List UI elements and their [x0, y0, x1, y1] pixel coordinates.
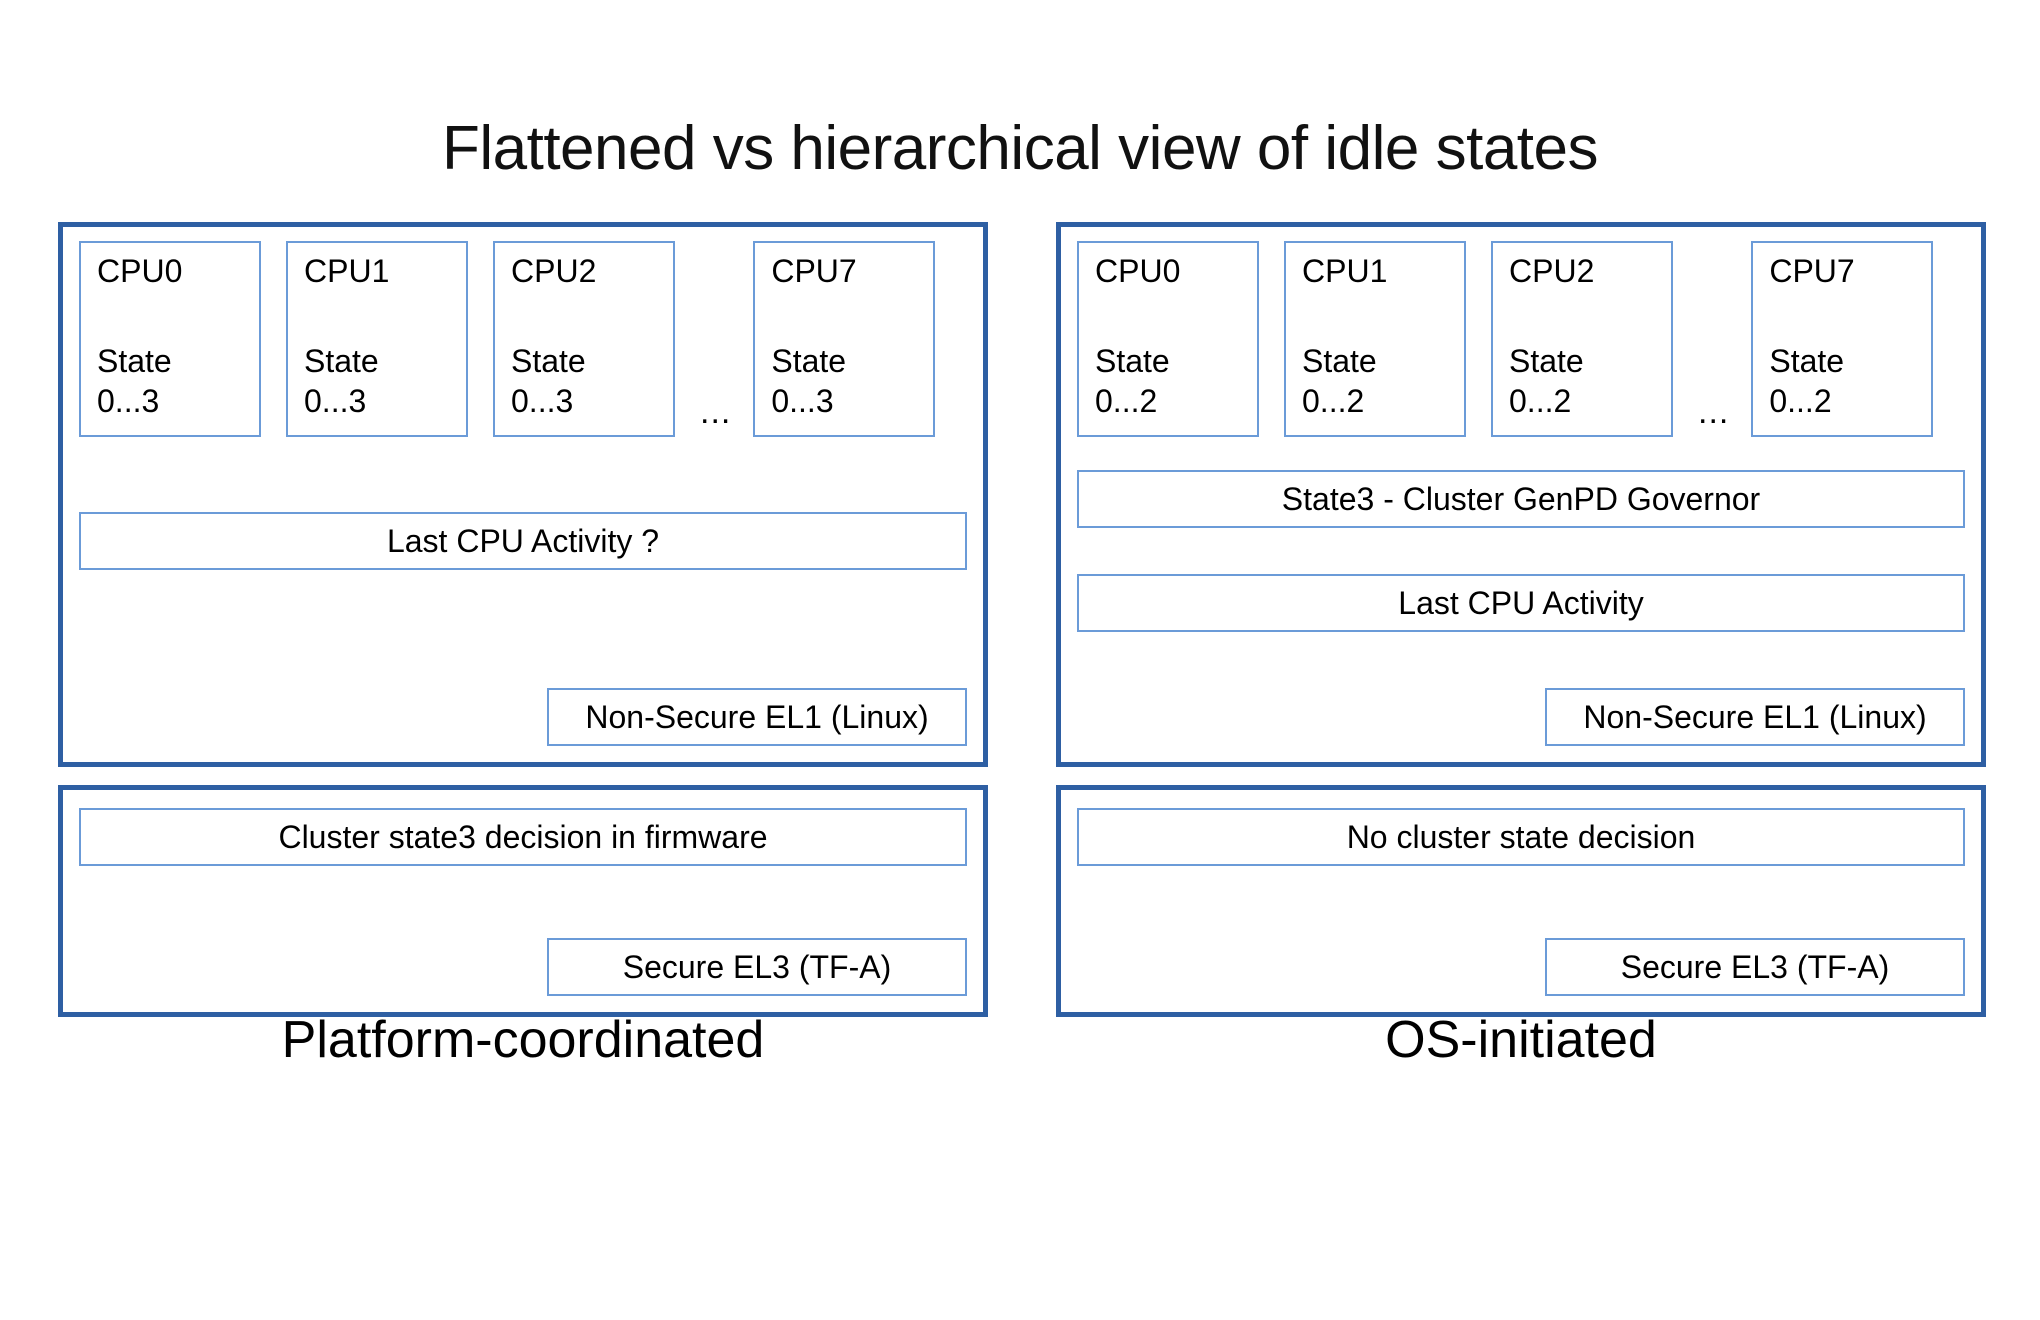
cpu-state-label: State — [1302, 343, 1377, 379]
platform-coordinated-column: CPU0 State 0...3 CPU1 State 0...3 CPU2 S… — [58, 222, 988, 1017]
cpu-state-range: 0...2 — [1302, 383, 1365, 419]
cpu-state-range: 0...2 — [1095, 383, 1158, 419]
cpu-state-label: State — [1509, 343, 1584, 379]
cpu-ellipsis: ... — [1698, 393, 1730, 431]
cpu-state-range: 0...3 — [511, 383, 574, 419]
cpu-label: CPU0 — [1095, 253, 1181, 289]
cpu-box-cpu7: CPU7 State 0...2 — [1751, 241, 1934, 437]
cpu-state-label: State — [511, 343, 586, 379]
right-firmware-panel: No cluster state decision Secure EL3 (TF… — [1056, 785, 1986, 1017]
non-secure-el1-tag: Non-Secure EL1 (Linux) — [547, 688, 967, 746]
right-panel-caption: OS-initiated — [1385, 1011, 1657, 1069]
cpu-box-cpu2: CPU2 State 0...2 — [1491, 241, 1673, 437]
cpu-state-range: 0...3 — [97, 383, 160, 419]
cpu-box-cpu2: CPU2 State 0...3 — [493, 241, 675, 437]
secure-el3-tag: Secure EL3 (TF-A) — [1545, 938, 1965, 996]
cpu-ellipsis: ... — [700, 393, 732, 431]
left-panel-caption: Platform-coordinated — [281, 1011, 765, 1069]
cpu-label: CPU2 — [1509, 253, 1595, 289]
cpu-state-label: State — [1095, 343, 1170, 379]
cpu-label: CPU7 — [771, 253, 857, 289]
page-title: Flattened vs hierarchical view of idle s… — [441, 114, 1599, 183]
os-initiated-column: CPU0 State 0...2 CPU1 State 0...2 CPU2 S… — [1056, 222, 1986, 1017]
cpu-label: CPU0 — [97, 253, 183, 289]
cpu-box-cpu7: CPU7 State 0...3 — [753, 241, 936, 437]
firmware-decision-bar: Cluster state3 decision in firmware — [79, 808, 967, 866]
last-cpu-activity-bar: Last CPU Activity ? — [79, 512, 967, 570]
cpu-label: CPU1 — [304, 253, 390, 289]
cpu-state-label: State — [97, 343, 172, 379]
cpu-state-label: State — [304, 343, 379, 379]
cpu-box-cpu1: CPU1 State 0...3 — [286, 241, 468, 437]
left-cpu-row: CPU0 State 0...3 CPU1 State 0...3 CPU2 S… — [79, 241, 967, 437]
cpu-state-label: State — [771, 343, 847, 379]
cpu-box-cpu1: CPU1 State 0...2 — [1284, 241, 1466, 437]
cpu-state-range: 0...2 — [1509, 383, 1572, 419]
left-os-panel: CPU0 State 0...3 CPU1 State 0...3 CPU2 S… — [58, 222, 988, 767]
cluster-genpd-governor-bar: State3 - Cluster GenPD Governor — [1077, 470, 1965, 528]
right-cpu-row: CPU0 State 0...2 CPU1 State 0...2 CPU2 S… — [1077, 241, 1965, 437]
non-secure-el1-tag: Non-Secure EL1 (Linux) — [1545, 688, 1965, 746]
cpu-box-cpu0: CPU0 State 0...2 — [1077, 241, 1259, 437]
firmware-decision-bar: No cluster state decision — [1077, 808, 1965, 866]
cpu-state-range: 0...2 — [1769, 383, 1832, 419]
last-cpu-activity-bar: Last CPU Activity — [1077, 574, 1965, 632]
cpu-label: CPU2 — [511, 253, 597, 289]
cpu-state-label: State — [1769, 343, 1845, 379]
cpu-label: CPU7 — [1769, 253, 1855, 289]
secure-el3-tag: Secure EL3 (TF-A) — [547, 938, 967, 996]
cpu-state-range: 0...3 — [771, 383, 834, 419]
cpu-label: CPU1 — [1302, 253, 1388, 289]
cpu-box-cpu0: CPU0 State 0...3 — [79, 241, 261, 437]
right-os-panel: CPU0 State 0...2 CPU1 State 0...2 CPU2 S… — [1056, 222, 1986, 767]
cpu-state-range: 0...3 — [304, 383, 367, 419]
left-firmware-panel: Cluster state3 decision in firmware Secu… — [58, 785, 988, 1017]
